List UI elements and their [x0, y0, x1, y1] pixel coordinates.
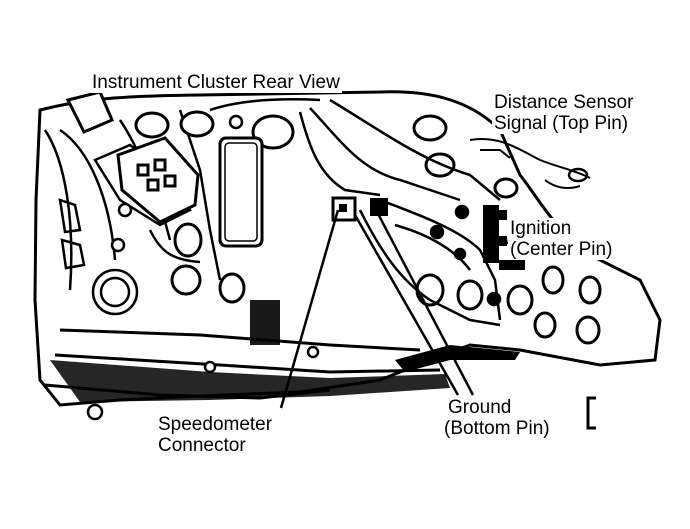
speedometer-connector-body	[331, 196, 388, 222]
ignition-label: Ignition (Center Pin)	[508, 218, 615, 260]
leader-ground-1	[353, 214, 460, 396]
title-label: Instrument Cluster Rear View	[90, 72, 342, 93]
distance-sensor-wires	[469, 138, 591, 189]
ground-label: Ground (Bottom Pin)	[442, 397, 552, 439]
leader-lines	[279, 207, 512, 409]
leader-speedometer	[279, 209, 340, 409]
bulb-sockets-lower	[170, 222, 602, 345]
circuit-traces	[148, 98, 502, 327]
central-module	[218, 136, 264, 248]
distance-sensor-label: Distance Sensor Signal (Top Pin)	[492, 92, 636, 134]
left-connector-block	[65, 90, 200, 224]
bracket-mark	[586, 396, 596, 430]
mount-bolts	[86, 114, 320, 421]
leader-ground-2	[373, 207, 475, 396]
cluster-shadow-bands	[50, 300, 520, 402]
three-pin-connector	[483, 205, 525, 270]
speedometer-connector-label: Speedometer Connector	[156, 414, 275, 456]
